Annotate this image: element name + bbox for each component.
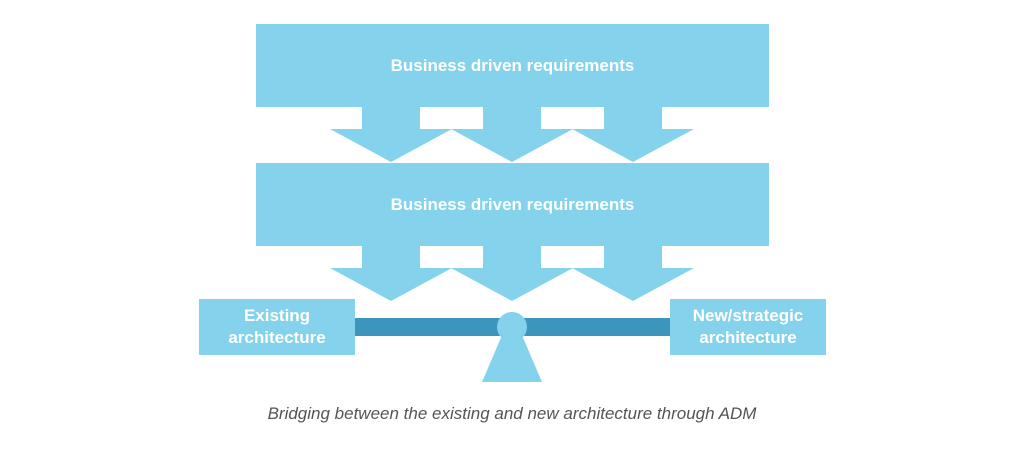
middle-requirements-label: Business driven requirements xyxy=(390,194,635,214)
middle-arrow-center xyxy=(451,246,573,301)
existing-architecture-box xyxy=(199,299,355,355)
top-arrow-left xyxy=(330,107,452,162)
middle-requirements-box xyxy=(256,163,769,246)
new-strategic-architecture-box xyxy=(670,299,826,355)
top-requirements-box xyxy=(256,24,769,107)
fulcrum-base xyxy=(482,333,542,382)
top-arrow-right xyxy=(572,107,694,162)
diagram-caption: Bridging between the existing and new ar… xyxy=(267,404,757,423)
existing-architecture-label: Existing architecture xyxy=(228,306,326,347)
middle-arrow-left xyxy=(330,246,452,301)
top-arrow-center xyxy=(451,107,573,162)
middle-arrow-right xyxy=(572,246,694,301)
new-strategic-architecture-label: New/strategic architecture xyxy=(692,306,804,347)
top-requirements-label: Business driven requirements xyxy=(390,55,635,75)
fulcrum-pivot xyxy=(497,312,527,342)
